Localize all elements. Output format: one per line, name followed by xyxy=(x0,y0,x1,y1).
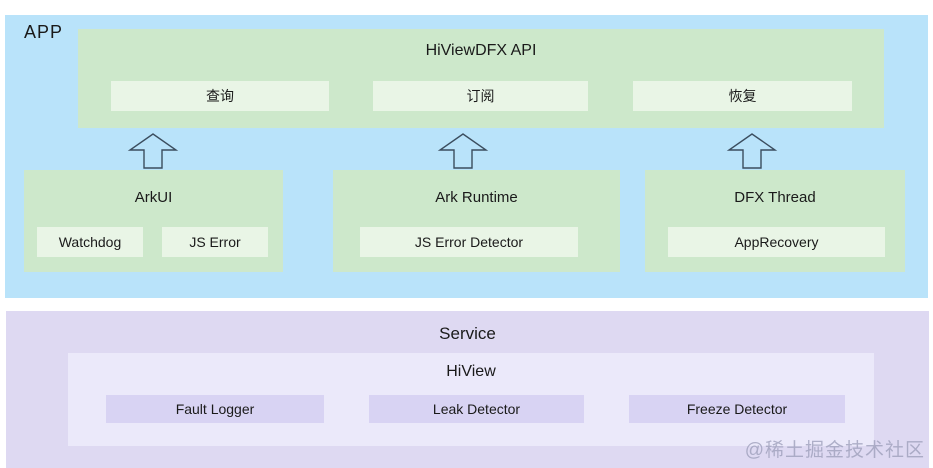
hiviewdfx-api-box: HiViewDFX API 查询 订阅 恢复 xyxy=(78,29,884,128)
component-item-js-error: JS Error xyxy=(162,227,268,257)
service-section-label: Service xyxy=(439,324,496,343)
component-title: ArkUI xyxy=(134,189,173,206)
api-item-query: 查询 xyxy=(111,81,329,111)
watermark: @稀土掘金技术社区 xyxy=(744,440,925,461)
component-title: DFX Thread xyxy=(734,189,816,206)
component-item-apprecovery: AppRecovery xyxy=(668,227,885,257)
hiview-item-leak-detector: Leak Detector xyxy=(369,395,584,423)
app-section: APP HiViewDFX API 查询 订阅 恢复 ArkUI Watchdo… xyxy=(5,15,928,298)
up-arrow-icon xyxy=(125,130,181,170)
api-box-title: HiViewDFX API xyxy=(425,42,537,59)
component-item-js-error-detector: JS Error Detector xyxy=(360,227,578,257)
component-title: Ark Runtime xyxy=(435,189,518,206)
hiview-item-freeze-detector: Freeze Detector xyxy=(629,395,845,423)
app-section-label: APP xyxy=(24,22,64,42)
up-arrow-icon xyxy=(435,130,491,170)
hiview-box-title: HiView xyxy=(446,363,496,380)
component-item-watchdog: Watchdog xyxy=(37,227,143,257)
api-item-recover: 恢复 xyxy=(633,81,852,111)
up-arrow-icon xyxy=(724,130,780,170)
component-box-ark-runtime: Ark Runtime JS Error Detector xyxy=(333,170,620,272)
component-box-arkui: ArkUI Watchdog JS Error xyxy=(24,170,283,272)
component-box-dfx-thread: DFX Thread AppRecovery xyxy=(645,170,905,272)
service-section: Service HiView Fault Logger Leak Detecto… xyxy=(6,311,929,468)
api-item-subscribe: 订阅 xyxy=(373,81,588,111)
hiview-box: HiView Fault Logger Leak Detector Freeze… xyxy=(68,353,874,446)
hiview-item-fault-logger: Fault Logger xyxy=(106,395,324,423)
